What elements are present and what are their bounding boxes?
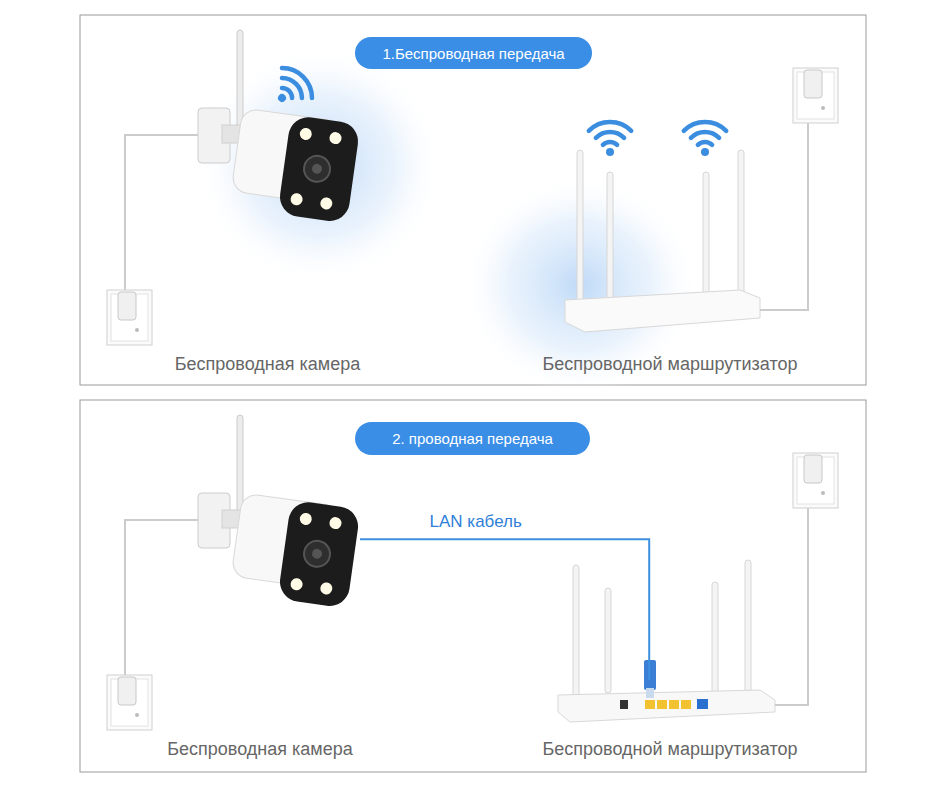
lan-cable: [360, 539, 649, 680]
router-antenna: [703, 172, 709, 296]
wall-outlet: [793, 453, 838, 508]
device-node: Беспроводной маршрутизатор: [540, 290, 800, 375]
section-pill: 1.Беспроводная передача: [355, 37, 592, 69]
router-antenna: [573, 565, 579, 700]
device-label: Беспроводной маршрутизатор: [543, 739, 798, 760]
power-cord: [760, 122, 808, 310]
power-cord: [125, 135, 200, 292]
power-cord: [775, 507, 808, 705]
wall-outlet: [793, 68, 838, 123]
lan-port: [681, 700, 691, 709]
device-node: Беспроводная камера: [160, 30, 375, 375]
router-antenna: [745, 560, 751, 700]
device-label: Беспроводная камера: [167, 739, 352, 760]
router-body: [565, 290, 760, 332]
section-title: 2. проводная передача: [392, 430, 553, 447]
cable-label: LAN кабель: [430, 512, 522, 532]
camera-illustration: [198, 415, 361, 609]
router-antenna: [605, 588, 611, 693]
wifi-icon: [684, 122, 726, 156]
cable-plug: [644, 660, 656, 690]
panel-frame: [80, 400, 866, 772]
router-antenna: [577, 150, 583, 305]
wifi-icon: [589, 122, 631, 156]
wall-outlet: [107, 675, 152, 730]
router-antenna: [738, 150, 744, 300]
camera-illustration: [198, 30, 361, 224]
lan-port: [657, 700, 667, 709]
router-antenna: [712, 582, 718, 694]
wifi-icon: [264, 62, 318, 116]
router-body: [558, 690, 775, 722]
device-node: Беспроводная камера: [160, 415, 360, 760]
section-title: 1.Беспроводная передача: [382, 45, 564, 62]
wan-port: [697, 699, 708, 709]
wall-outlet: [107, 290, 152, 345]
power-cord: [125, 520, 200, 677]
device-label: Беспроводная камера: [175, 354, 360, 375]
power-port: [620, 700, 628, 709]
section-pill: 2. проводная передача: [355, 422, 590, 455]
device-label: Беспроводной маршрутизатор: [543, 354, 798, 375]
lan-port: [669, 700, 679, 709]
device-node: Беспроводной маршрутизатор: [540, 680, 800, 760]
cable-plug: [646, 688, 654, 698]
router-antenna: [607, 172, 613, 300]
lan-port: [645, 700, 655, 709]
